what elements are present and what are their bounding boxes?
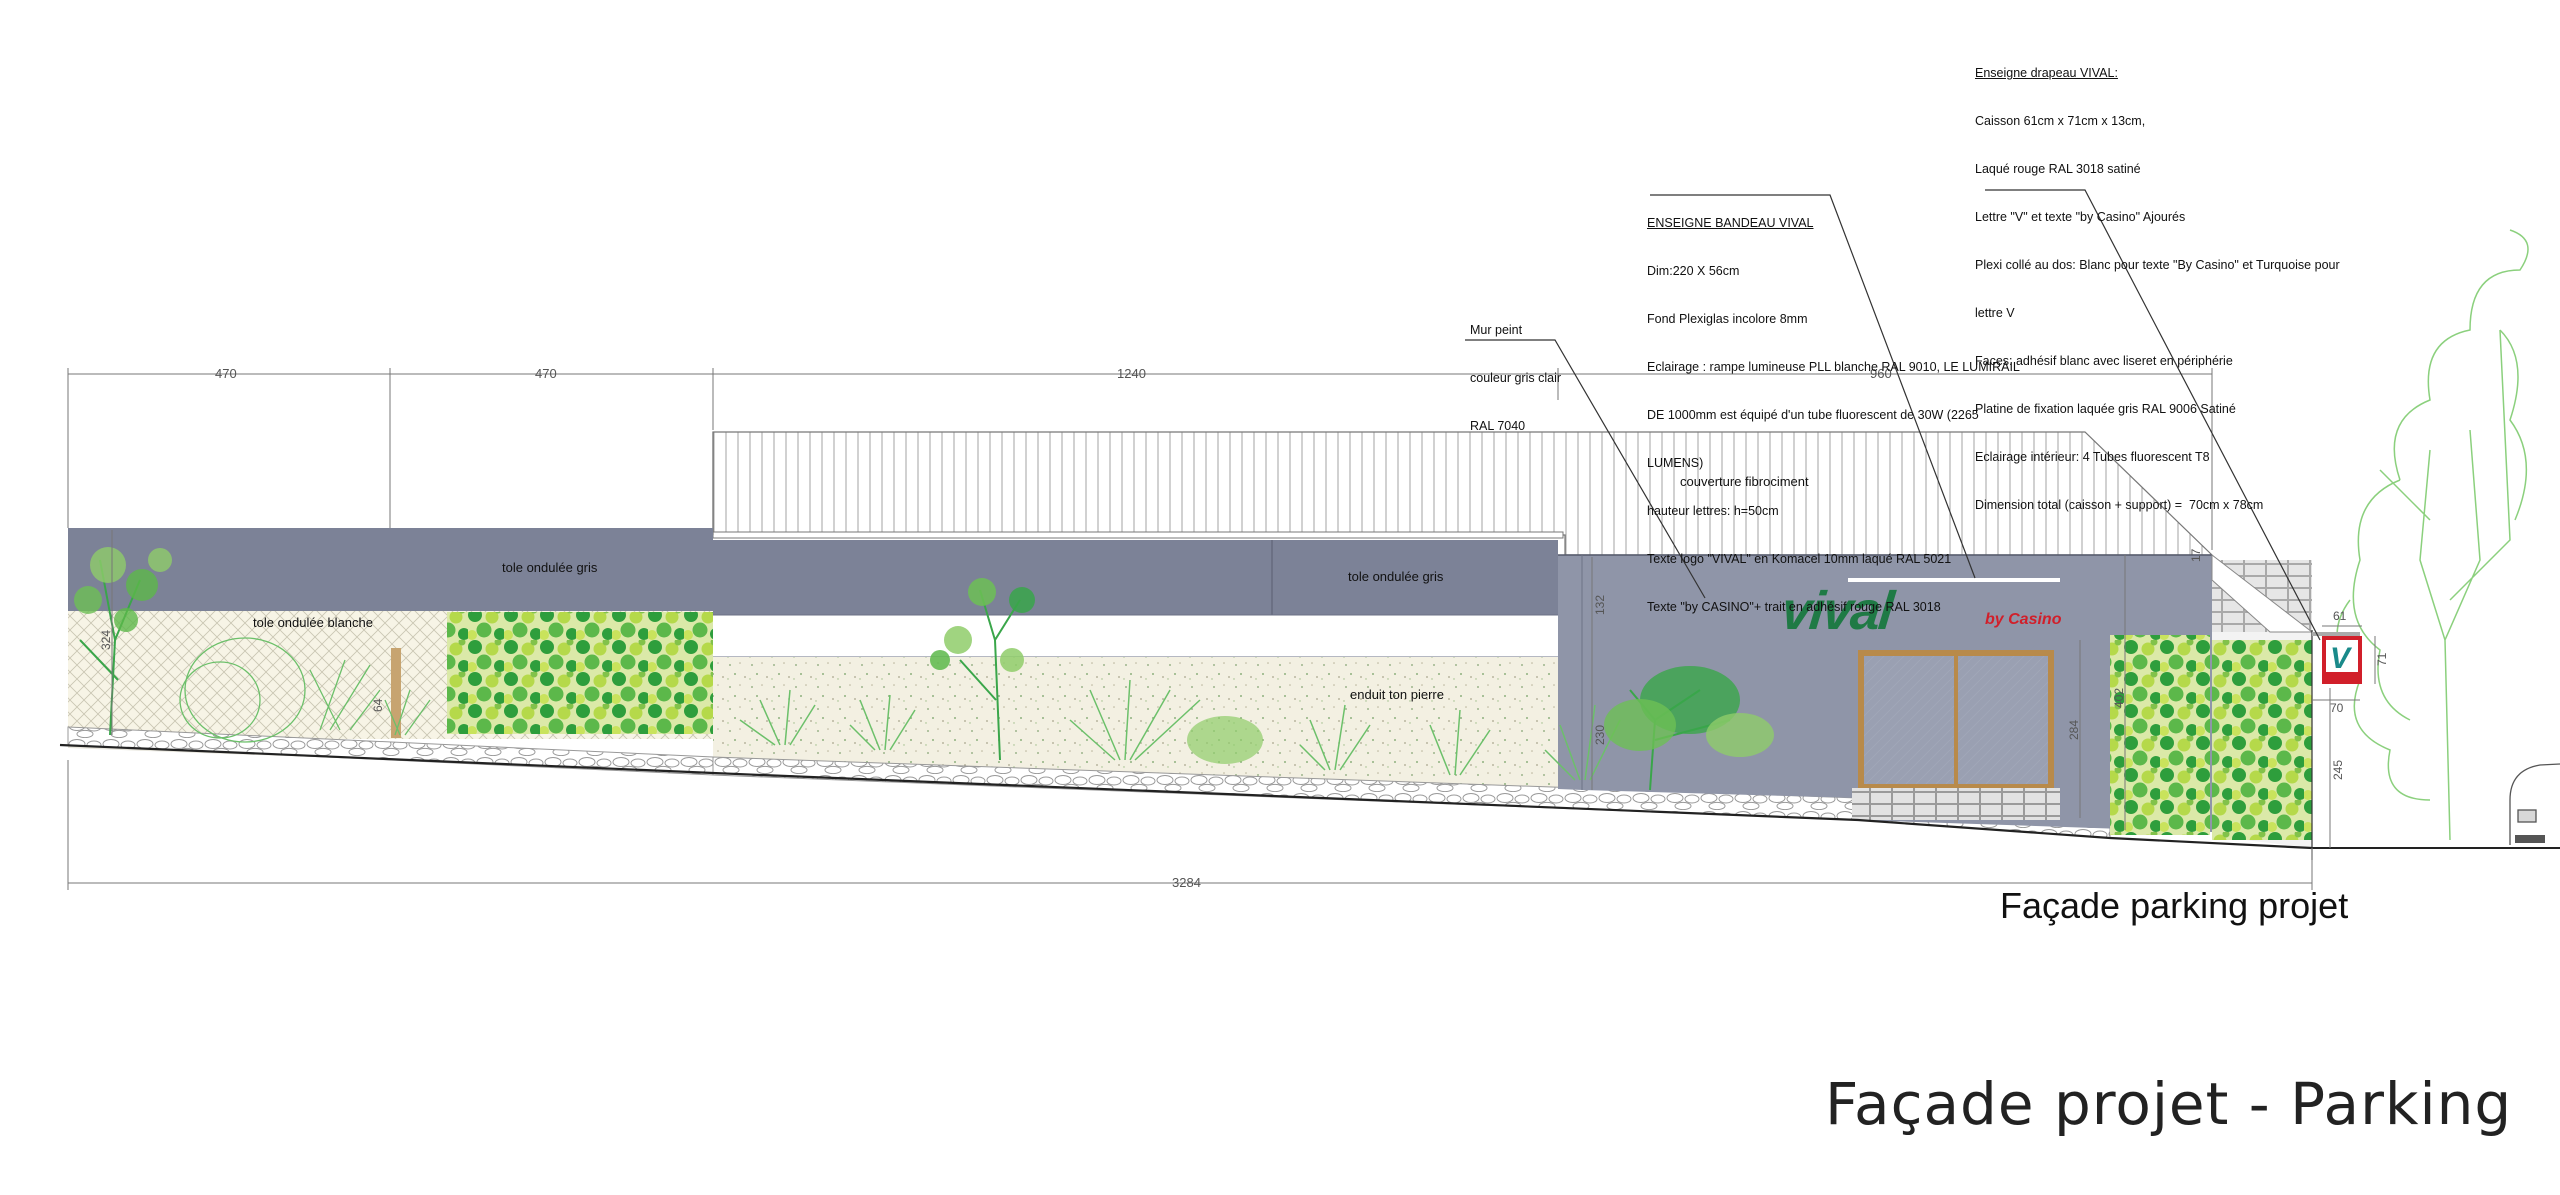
leader-lines [1465, 189, 2321, 641]
wood-post [391, 648, 401, 738]
note-bandeau-line: hauteur lettres: h=50cm [1647, 504, 1779, 518]
label-tole-blanche: tole ondulée blanche [253, 615, 373, 630]
mid-open-band [713, 615, 1558, 657]
note-bandeau-line: Eclairage : rampe lumineuse PLL blanche … [1647, 360, 2020, 374]
left-shrubs [179, 637, 431, 743]
drapeau-sign: V [2312, 632, 2362, 684]
note-drapeau-line: Platine de fixation laquée gris RAL 9006… [1975, 402, 2236, 416]
note-drapeau-line: Plexi collé au dos: Blanc pour texte "By… [1975, 258, 2340, 272]
dim-71: 71 [2375, 652, 2389, 666]
left-tree [74, 547, 172, 736]
note-drapeau-line: Eclairage intérieur: 4 Tubes fluorescent… [1975, 450, 2210, 464]
ground-line [59, 743, 2313, 850]
label-tole-grise-mid: tole ondulée gris [1348, 569, 1444, 584]
note-drapeau-header: Enseigne drapeau VIVAL: [1975, 66, 2118, 80]
car-outline [2509, 763, 2560, 845]
enduit-ton-pierre-wall [713, 657, 1583, 790]
note-drapeau-line: Faces: adhésif blanc avec liseret en pér… [1975, 354, 2233, 368]
note-drapeau-line: Laqué rouge RAL 3018 satiné [1975, 162, 2141, 176]
note-bandeau-line: Fond Plexiglas incolore 8mm [1647, 312, 1808, 326]
dim-324: 324 [99, 630, 113, 650]
dim-1240: 1240 [1117, 366, 1146, 381]
bandeau-sign: vival by Casino [1779, 578, 2062, 641]
flag-letter: V [2330, 642, 2353, 675]
right-tree [2336, 229, 2529, 841]
dim-61: 61 [2333, 609, 2347, 623]
left-tole-gris [68, 528, 713, 611]
vegetation [74, 229, 2560, 845]
bandeau-bar [1848, 578, 2060, 582]
drawing-subtitle: Façade parking projet [2000, 885, 2349, 926]
green-wall-right [2110, 635, 2210, 835]
dim-245: 245 [2331, 760, 2345, 780]
note-bandeau-line: LUMENS) [1647, 456, 1704, 470]
note-mur-line-1: Mur peint [1470, 323, 1523, 337]
dimension-lines [67, 368, 2376, 890]
vival-logo: vival [1779, 581, 1898, 641]
middle-tree [930, 578, 1035, 761]
note-bandeau-line: Texte "by CASINO"+ trait en adhésif roug… [1647, 600, 1941, 614]
note-drapeau-line: Dimension total (caisson + support) = 70… [1975, 498, 2264, 512]
dim-470-left: 470 [215, 366, 237, 381]
note-mur-peint: Mur peint couleur gris clair RAL 7040 [1470, 290, 1561, 450]
dim-284: 284 [2067, 720, 2081, 740]
dim-64: 64 [371, 698, 385, 712]
dim-3284: 3284 [1172, 875, 1201, 890]
note-drapeau-line: Caisson 61cm x 71cm x 13cm, [1975, 114, 2146, 128]
drawing-title: Façade projet - Parking [1825, 1070, 2513, 1138]
note-drapeau-line: lettre V [1975, 306, 2015, 320]
annex-roof-slope [2211, 553, 2314, 633]
note-bandeau-line: Texte logo "VIVAL" en Komacel 10mm laqué… [1647, 552, 1952, 566]
dim-70: 70 [2330, 701, 2344, 715]
dim-960: 960 [1870, 366, 1892, 381]
note-mur-line-2: couleur gris clair [1470, 371, 1562, 385]
label-enduit: enduit ton pierre [1350, 687, 1444, 702]
dim-230: 230 [1593, 725, 1607, 745]
note-enseigne-drapeau: Enseigne drapeau VIVAL: Caisson 61cm x 7… [1975, 33, 2340, 529]
mid-tole-gris [713, 540, 1558, 615]
dim-402: 402 [2112, 688, 2126, 708]
facade-tree [1604, 666, 1774, 791]
note-drapeau-line: Lettre "V" et texte "by Casino" Ajourés [1975, 210, 2186, 224]
label-tole-grise-left: tole ondulée gris [502, 560, 598, 575]
casino-logo: by Casino [1985, 611, 2062, 628]
dim-132: 132 [1593, 595, 1607, 615]
grasses [739, 679, 1621, 781]
roof-eave [712, 531, 1564, 539]
green-wall-left [447, 612, 713, 734]
dim-470-right: 470 [535, 366, 557, 381]
round-shrub [1187, 716, 1263, 764]
note-mur-line-3: RAL 7040 [1470, 419, 1526, 433]
note-bandeau-line: Dim:220 X 56cm [1647, 264, 1740, 278]
entrance-door [1852, 650, 2060, 820]
note-enseigne-bandeau: ENSEIGNE BANDEAU VIVAL Dim:220 X 56cm Fo… [1647, 183, 2020, 631]
label-couverture: couverture fibrociment [1680, 474, 1809, 489]
left-stone-base [67, 726, 714, 776]
green-wall-right-2 [2212, 640, 2312, 840]
note-bandeau-line: DE 1000mm est équipé d'un tube fluoresce… [1647, 408, 1979, 422]
dim-17: 17 [2189, 548, 2203, 562]
note-bandeau-header: ENSEIGNE BANDEAU VIVAL [1647, 216, 1814, 230]
building [67, 431, 2314, 848]
